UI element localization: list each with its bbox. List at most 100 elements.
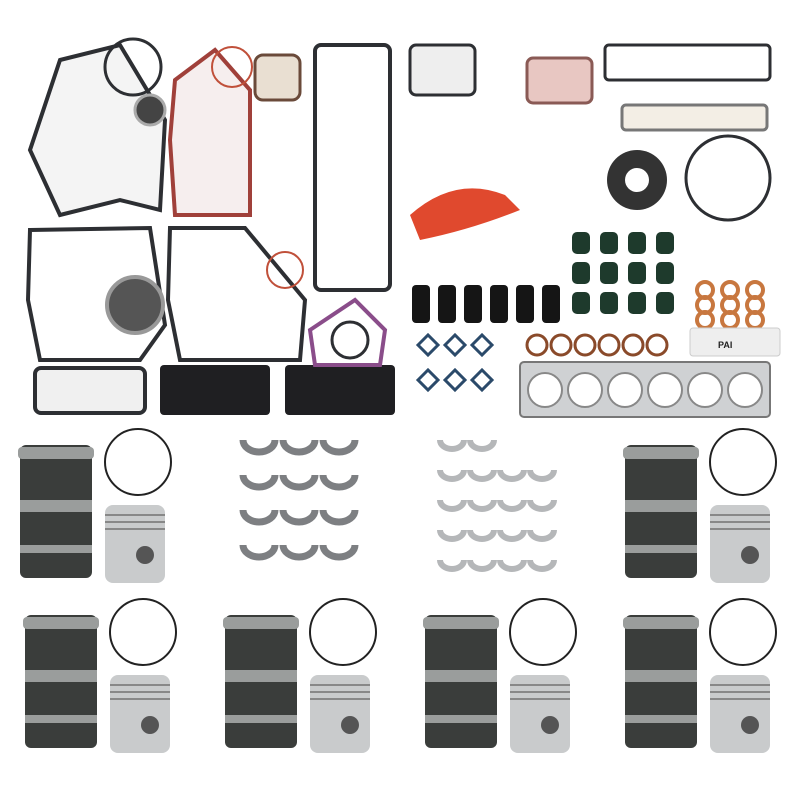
liner-band-lower bbox=[225, 715, 297, 723]
main-bearing bbox=[437, 559, 467, 572]
liner-band-lower bbox=[625, 545, 697, 553]
piston-pin-bore bbox=[136, 546, 154, 564]
head-gasket-bore bbox=[727, 372, 763, 408]
rod-bearing bbox=[279, 509, 319, 526]
main-bearing bbox=[497, 559, 527, 572]
liner-band bbox=[625, 670, 697, 682]
rod-bearing bbox=[279, 544, 319, 561]
valve-stem-seal bbox=[600, 262, 618, 284]
main-bearing bbox=[467, 559, 497, 572]
cylinder-kit-5 bbox=[423, 598, 577, 753]
label-logo-text: PAI bbox=[718, 340, 732, 350]
valve-stem-seal bbox=[572, 262, 590, 284]
liner-flange bbox=[223, 617, 299, 629]
liner-flange bbox=[623, 447, 699, 459]
liner-band-lower bbox=[25, 715, 97, 723]
main-bearing bbox=[467, 499, 497, 512]
exhaust-manifold-gasket bbox=[442, 332, 468, 358]
o-ring-brown bbox=[573, 333, 597, 357]
piston-pin-bore bbox=[141, 716, 159, 734]
part-label bbox=[689, 327, 781, 357]
head-gasket-bore bbox=[687, 372, 723, 408]
valve-cover-gasket-1 bbox=[603, 43, 772, 82]
exhaust-gasket bbox=[408, 43, 477, 97]
liner-o-ring bbox=[104, 428, 172, 496]
main-bearing bbox=[467, 529, 497, 542]
main-bearing bbox=[497, 469, 527, 482]
rear-crank-seal bbox=[105, 275, 165, 335]
main-bearing bbox=[527, 499, 557, 512]
o-ring-red-2 bbox=[266, 251, 304, 289]
o-ring-large bbox=[103, 37, 163, 97]
valve-cover-gasket-2 bbox=[620, 103, 769, 132]
piston bbox=[110, 675, 170, 753]
oil-cooler-gasket bbox=[33, 366, 147, 415]
piston bbox=[105, 505, 165, 583]
liner-band-lower bbox=[425, 715, 497, 723]
valve-stem-seal bbox=[656, 262, 674, 284]
o-ring-cover bbox=[684, 134, 772, 222]
o-ring-brown bbox=[549, 333, 573, 357]
rod-bearing bbox=[319, 509, 359, 526]
rod-bearing bbox=[239, 544, 279, 561]
main-bearing bbox=[437, 529, 467, 542]
main-bearing bbox=[437, 499, 467, 512]
rear-cover-gasket bbox=[25, 225, 168, 362]
exhaust-manifold-gasket bbox=[442, 367, 468, 393]
o-ring-brown bbox=[621, 333, 645, 357]
o-ring-brown bbox=[525, 333, 549, 357]
piston-pin-bore bbox=[541, 716, 559, 734]
main-bearing bbox=[497, 529, 527, 542]
head-gasket-bore bbox=[527, 372, 563, 408]
valve-stem-seal bbox=[628, 292, 646, 314]
liner-o-ring bbox=[709, 428, 777, 496]
cylinder-kit-4 bbox=[223, 598, 377, 753]
injector-sleeve bbox=[464, 285, 482, 323]
liner-band bbox=[20, 500, 92, 512]
valve-stem-seal bbox=[656, 292, 674, 314]
liner-o-ring bbox=[509, 598, 577, 666]
liner-flange bbox=[623, 617, 699, 629]
piston-pin-bore bbox=[741, 546, 759, 564]
rear-seal-gasket bbox=[307, 297, 388, 367]
valve-stem-seal bbox=[600, 232, 618, 254]
cylinder-kit-6 bbox=[623, 598, 777, 753]
exhaust-manifold-gasket bbox=[415, 332, 441, 358]
liner-band-lower bbox=[20, 545, 92, 553]
oil-cooler-plate-gasket-1 bbox=[160, 365, 270, 415]
rod-bearing bbox=[279, 439, 319, 456]
rod-bearing bbox=[319, 544, 359, 561]
cylinder-kit-3 bbox=[23, 598, 177, 753]
piston bbox=[710, 675, 770, 753]
silicone-seal-strip bbox=[410, 188, 520, 240]
rod-bearing bbox=[319, 439, 359, 456]
main-bearing bbox=[467, 439, 497, 452]
valve-stem-seal bbox=[656, 232, 674, 254]
rear-seal-hole bbox=[625, 168, 649, 192]
o-ring-medium bbox=[330, 320, 370, 360]
o-ring-brown bbox=[645, 333, 669, 357]
main-bearing bbox=[437, 439, 467, 452]
rod-bearing bbox=[239, 439, 279, 456]
liner-band-lower bbox=[625, 715, 697, 723]
liner-o-ring bbox=[309, 598, 377, 666]
o-ring-red bbox=[211, 46, 253, 88]
main-bearing bbox=[497, 499, 527, 512]
main-bearing bbox=[527, 469, 557, 482]
gear-housing-gasket bbox=[167, 47, 252, 217]
flywheel-housing-gasket bbox=[165, 226, 308, 362]
bearing-set bbox=[239, 439, 557, 572]
valve-stem-seal bbox=[628, 232, 646, 254]
piston bbox=[510, 675, 570, 753]
rod-bearing bbox=[279, 474, 319, 491]
cylinder-kit-2 bbox=[623, 428, 777, 583]
oil-pan-gasket bbox=[313, 43, 392, 292]
rod-bearing bbox=[239, 474, 279, 491]
main-bearing bbox=[467, 469, 497, 482]
cylinder-kit-1 bbox=[18, 428, 172, 583]
liner-band bbox=[225, 670, 297, 682]
piston-pin-bore bbox=[741, 716, 759, 734]
valve-stem-seal bbox=[628, 262, 646, 284]
